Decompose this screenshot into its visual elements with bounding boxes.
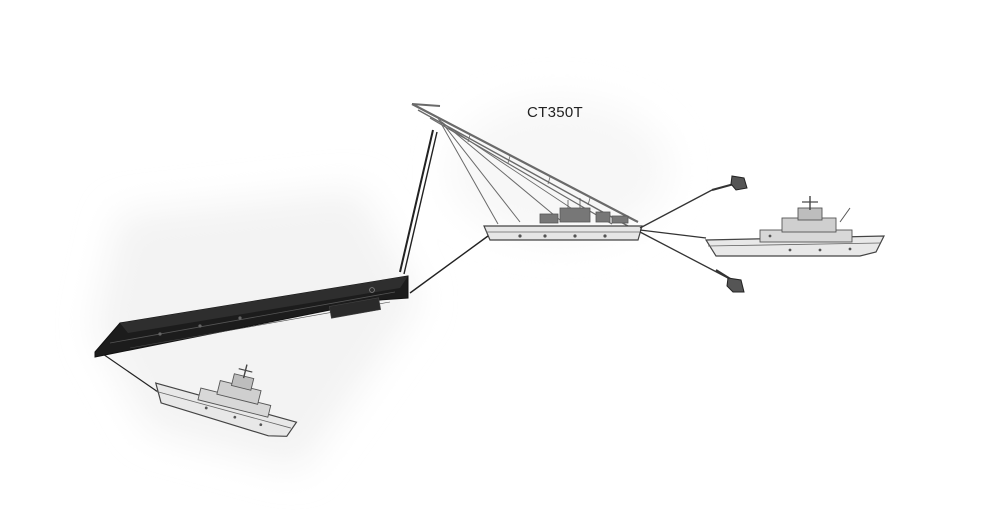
crane-boom bbox=[411, 103, 639, 227]
mooring-lines bbox=[639, 189, 729, 279]
crane-vessel-label: CT350T bbox=[527, 104, 583, 121]
barge-superstructure bbox=[539, 198, 629, 224]
crane-vessel bbox=[411, 103, 643, 241]
anchor-lower bbox=[715, 269, 745, 293]
sunken-hull bbox=[94, 275, 409, 358]
barge-hull bbox=[483, 225, 643, 241]
tug-ship-right bbox=[704, 196, 885, 257]
tug-ship-left bbox=[154, 364, 298, 437]
anchor-upper bbox=[711, 175, 748, 191]
lift-cables bbox=[99, 129, 489, 393]
